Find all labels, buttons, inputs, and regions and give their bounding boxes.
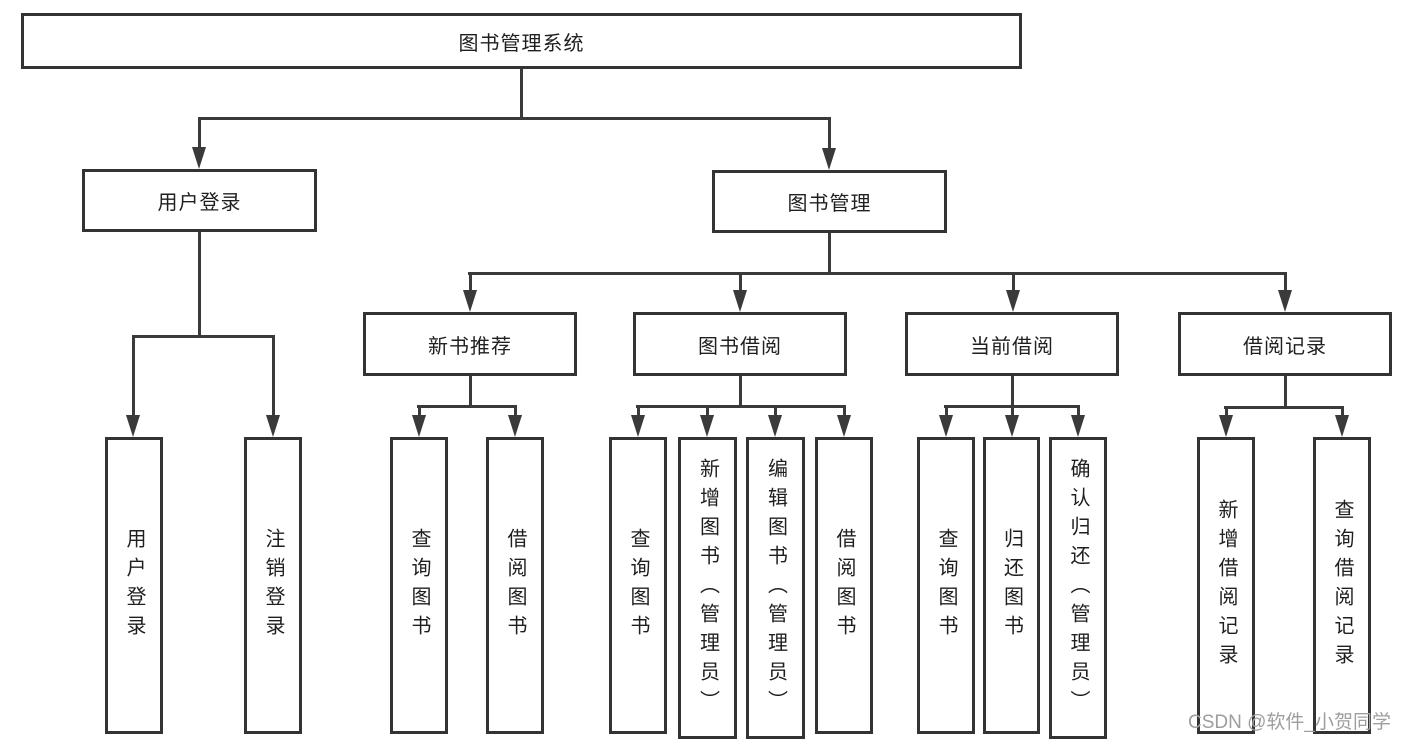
connector-bar: [417, 405, 517, 408]
connector-leaf-stem: [1225, 406, 1228, 419]
arrowhead-down-icon: [837, 415, 851, 437]
arrowhead-down-icon: [733, 290, 747, 312]
connector-book-mgmt-stem: [828, 117, 831, 150]
leaf-user-login-label: 用户登录: [123, 527, 145, 644]
arrowhead-down-icon: [463, 290, 477, 312]
connector-leaf-stem: [945, 405, 948, 419]
node-book-borrow: 图书借阅: [633, 312, 847, 376]
arrowhead-down-icon: [1335, 415, 1349, 437]
leaf-logout-label: 注销登录: [262, 527, 284, 644]
leaf-query-books-borrow: 查询图书: [609, 437, 667, 734]
leaf-query-borrow-record-label: 查询借阅记录: [1331, 498, 1353, 673]
node-current-borrow: 当前借阅: [905, 312, 1119, 376]
leaf-confirm-return-admin-label: 确认归还（管理员）: [1067, 457, 1089, 719]
node-book-borrow-label: 图书借阅: [698, 335, 782, 358]
arrowhead-down-icon: [768, 415, 782, 437]
connector-leaf-stem: [272, 335, 275, 417]
node-current-borrow-label: 当前借阅: [970, 335, 1054, 358]
connector-module-stem: [1284, 272, 1287, 294]
connector-leaf-stem: [1341, 406, 1344, 419]
connector-leaf-stem: [514, 405, 517, 419]
leaf-borrow-books-label: 借阅图书: [833, 527, 855, 644]
node-root-label: 图书管理系统: [458, 32, 585, 55]
connector-leaf-stem: [843, 405, 846, 419]
leaf-query-books-recommend: 查询图书: [390, 437, 448, 734]
leaf-edit-books-admin-label: 编辑图书（管理员）: [764, 457, 787, 719]
arrowhead-down-icon: [126, 415, 140, 437]
arrowhead-down-icon: [1005, 415, 1019, 437]
leaf-query-books-borrow-label: 查询图书: [627, 527, 649, 644]
connector-leaf-stem: [637, 405, 640, 419]
leaf-query-books-current-label: 查询图书: [935, 527, 957, 644]
arrowhead-down-icon: [1071, 415, 1085, 437]
connector-leaf-stem: [1011, 405, 1014, 419]
connector-leaf-stem: [774, 405, 777, 419]
connector-stem: [739, 376, 742, 408]
connector-module-stem: [469, 272, 472, 294]
connector-leaf-stem: [706, 405, 709, 419]
arrowhead-down-icon: [266, 415, 280, 437]
connector-user-stem: [198, 232, 201, 337]
connector-user-login-stem: [198, 117, 201, 149]
node-borrow-records-label: 借阅记录: [1243, 335, 1327, 358]
connector-root-bar: [198, 117, 831, 120]
node-user-login-label: 用户登录: [157, 192, 242, 214]
leaf-borrow-books-recommend-label: 借阅图书: [504, 527, 526, 644]
node-borrow-records: 借阅记录: [1178, 312, 1392, 376]
connector-leaf-stem: [132, 335, 135, 417]
leaf-return-books-label: 归还图书: [1000, 527, 1023, 644]
leaf-borrow-books: 借阅图书: [815, 437, 873, 734]
arrowhead-down-icon: [412, 415, 426, 437]
arrowhead-down-icon: [1278, 290, 1292, 312]
leaf-query-borrow-record: 查询借阅记录: [1313, 437, 1371, 734]
leaf-add-borrow-record-label: 新增借阅记录: [1215, 498, 1237, 673]
connector-module-stem: [739, 272, 742, 294]
arrowhead-down-icon: [939, 415, 953, 437]
leaf-add-books-admin: 新增图书（管理员）: [678, 437, 737, 739]
arrowhead-down-icon: [631, 415, 645, 437]
connector-stem: [1284, 376, 1287, 409]
leaf-user-login: 用户登录: [105, 437, 163, 734]
arrowhead-down-icon: [192, 147, 206, 169]
node-root: 图书管理系统: [21, 13, 1022, 69]
node-new-book-recommend-label: 新书推荐: [428, 335, 512, 358]
arrowhead-down-icon: [1219, 415, 1233, 437]
leaf-query-books-recommend-label: 查询图书: [408, 527, 430, 644]
connector-leaf-stem: [1077, 405, 1080, 419]
arrowhead-down-icon: [700, 415, 714, 437]
connector-mgmt-bar: [468, 272, 1287, 275]
leaf-add-borrow-record: 新增借阅记录: [1197, 437, 1255, 734]
arrowhead-down-icon: [822, 148, 836, 170]
connector-bar: [636, 405, 846, 408]
node-book-management-label: 图书管理: [787, 193, 872, 215]
leaf-borrow-books-recommend: 借阅图书: [486, 437, 544, 734]
node-book-management: 图书管理: [712, 170, 947, 233]
connector-stem: [1011, 376, 1014, 408]
connector-user-bar: [132, 335, 274, 338]
leaf-query-books-current: 查询图书: [917, 437, 975, 734]
arrowhead-down-icon: [1006, 290, 1020, 312]
connector-stem: [469, 376, 472, 408]
connector-module-stem: [1012, 272, 1015, 294]
leaf-logout: 注销登录: [244, 437, 302, 734]
leaf-add-books-admin-label: 新增图书（管理员）: [696, 457, 719, 719]
leaf-return-books: 归还图书: [983, 437, 1040, 734]
connector-mgmt-stem: [828, 233, 831, 274]
leaf-edit-books-admin: 编辑图书（管理员）: [746, 437, 805, 739]
connector-bar: [1224, 406, 1344, 409]
connector-root-stem: [520, 69, 523, 119]
watermark-text: CSDN @软件_小贺同学: [1188, 712, 1391, 733]
node-new-book-recommend: 新书推荐: [363, 312, 577, 376]
node-user-login: 用户登录: [82, 169, 317, 232]
leaf-confirm-return-admin: 确认归还（管理员）: [1049, 437, 1107, 739]
connector-leaf-stem: [418, 405, 421, 419]
arrowhead-down-icon: [508, 415, 522, 437]
